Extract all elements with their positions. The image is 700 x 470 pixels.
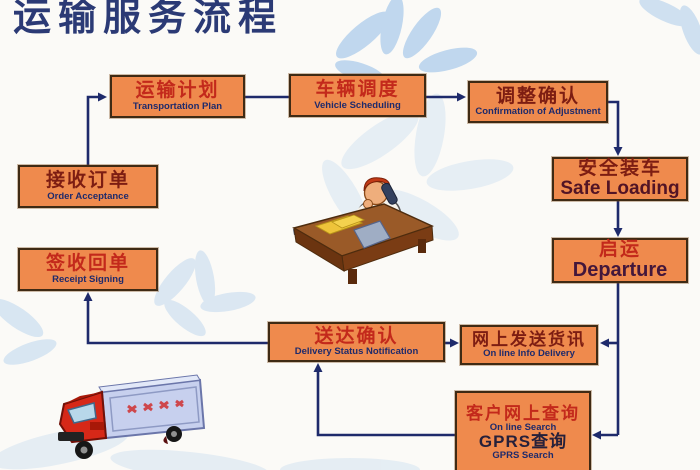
box-label-en: Receipt Signing bbox=[52, 273, 124, 285]
box-label-en: Safe Loading bbox=[560, 178, 680, 199]
box-departure: 启运 Departure bbox=[552, 238, 688, 283]
box-label-zh: 启运 bbox=[598, 239, 641, 261]
box-delivery-confirmation: 送达确认 Delivery Status Notification bbox=[268, 322, 445, 362]
box-label-zh: 调整确认 bbox=[495, 85, 580, 107]
delivery-truck-illustration bbox=[58, 374, 206, 459]
box-label-zh: 客户网上查询 bbox=[466, 404, 580, 424]
box-receipt-signing: 签收回单 Receipt Signing bbox=[18, 248, 158, 291]
box-label-en: Delivery Status Notification bbox=[294, 346, 419, 358]
box-label-en: Vehicle Scheduling bbox=[314, 99, 401, 111]
box-label-en: Confirmation of Adjustment bbox=[475, 106, 601, 118]
box-label-en: Order Acceptance bbox=[47, 190, 129, 202]
box-label-zh: 送达确认 bbox=[314, 325, 399, 347]
box-label-en: Departure bbox=[572, 258, 668, 281]
box-label-en: Transportation Plan bbox=[132, 100, 223, 112]
box-label-en: On line Search bbox=[489, 422, 557, 434]
box-label-zh: 网上发送货讯 bbox=[472, 329, 586, 349]
box-safe-loading: 安全装车 Safe Loading bbox=[552, 157, 688, 201]
box-vehicle-scheduling: 车辆调度 Vehicle Scheduling bbox=[289, 74, 426, 117]
box-label-zh: 安全装车 bbox=[577, 158, 662, 180]
box-label-zh: 签收回单 bbox=[45, 253, 130, 275]
box-label-zh: 车辆调度 bbox=[315, 79, 400, 101]
operator-illustration bbox=[292, 177, 435, 284]
box-online-info-delivery: 网上发送货讯 On line Info Delivery bbox=[460, 325, 598, 365]
box-label-en2: GPRS Search bbox=[492, 449, 554, 461]
box-label-zh2: GPRS查询 bbox=[478, 432, 568, 451]
box-adjustment-confirmation: 调整确认 Confirmation of Adjustment bbox=[468, 81, 608, 123]
box-label-en: On line Info Delivery bbox=[483, 348, 575, 360]
box-customer-online-search: 客户网上查询 On line Search GPRS查询 GPRS Search bbox=[455, 391, 591, 470]
box-label-zh: 运输计划 bbox=[135, 80, 220, 102]
page-title: 运输服务流程 bbox=[13, 0, 284, 39]
box-transportation-plan: 运输计划 Transportation Plan bbox=[110, 75, 245, 118]
box-order-acceptance: 接收订单 Order Acceptance bbox=[18, 165, 158, 208]
box-label-zh: 接收订单 bbox=[45, 170, 130, 192]
